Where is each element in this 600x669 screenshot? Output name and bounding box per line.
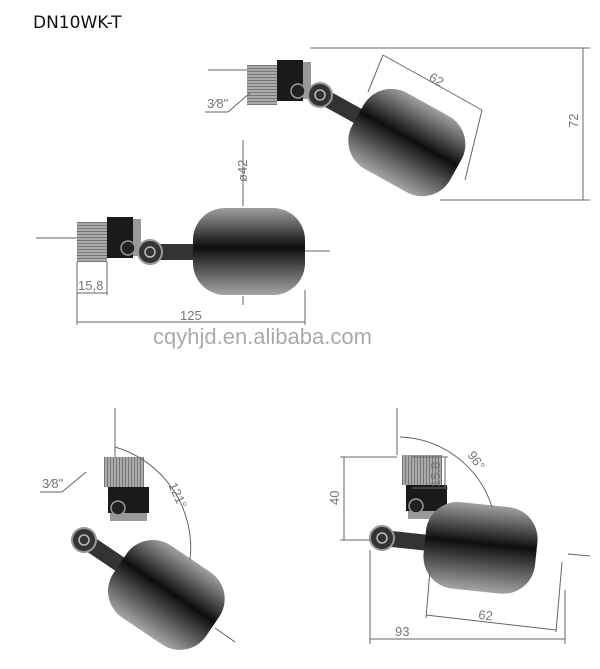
float-ball (137, 207, 306, 296)
model-title: DN10WK-T (33, 13, 122, 33)
valve-view-top-right: 3⁄8" 72 62 (205, 47, 590, 209)
float-ball (287, 49, 478, 209)
float-ball (364, 491, 542, 598)
height-dimension: 40 (327, 491, 342, 505)
thread-length-dimension: 15,8 (428, 462, 443, 487)
thread-size-label: 3⁄8" (207, 96, 229, 111)
valve-body (246, 59, 312, 106)
overall-length-dimension: 125 (180, 308, 202, 323)
float-ball (49, 495, 239, 664)
valve-body (76, 216, 142, 263)
height-dimension: 72 (566, 114, 581, 128)
overall-length-dimension: 93 (395, 624, 409, 639)
valve-view-bottom-right: 96° 40 15,8 62 93 (327, 408, 591, 644)
float-length-dimension: 62 (427, 70, 447, 90)
float-length-dimension: 62 (478, 607, 494, 623)
thread-length-dimension: 15,8 (78, 278, 103, 293)
valve-body (103, 456, 150, 522)
angle-label: 121° (165, 480, 190, 511)
watermark: cqyhjd.en.alibaba.com (153, 324, 372, 349)
thread-size-label: 3⁄8" (42, 476, 64, 491)
diameter-dimension: ø42 (235, 160, 250, 182)
angle-label: 96° (465, 448, 489, 473)
valve-view-horizontal: ø42 15,8 125 (36, 140, 330, 325)
valve-view-bottom-left: 121° 3⁄8" (40, 408, 239, 664)
